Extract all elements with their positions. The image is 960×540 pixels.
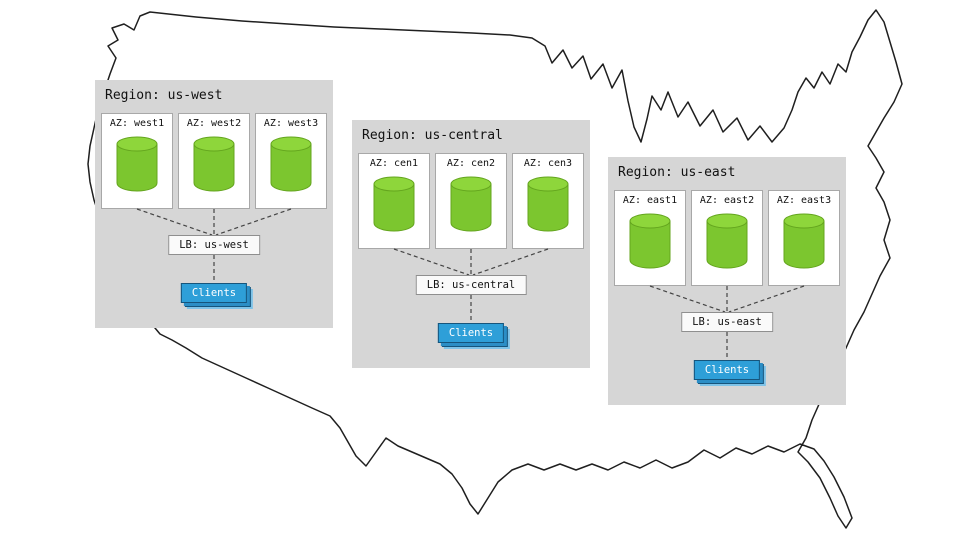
clients-box: Clients: [693, 360, 761, 380]
az-row: AZ: cen1 AZ: cen2 AZ: cen3: [352, 153, 590, 249]
az-label: AZ: cen2: [446, 158, 496, 169]
database-icon: [628, 212, 672, 270]
database-icon: [372, 175, 416, 233]
region-us-east: Region: us-east AZ: east1 AZ: east2 AZ: …: [608, 157, 846, 405]
load-balancer: LB: us-central: [415, 275, 527, 295]
az-box: AZ: cen1: [358, 153, 430, 249]
az-label: AZ: west2: [186, 118, 242, 129]
region-title: Region: us-central: [362, 128, 503, 143]
az-row: AZ: east1 AZ: east2 AZ: east3: [608, 190, 846, 286]
az-label: AZ: cen1: [369, 158, 419, 169]
database-icon: [782, 212, 826, 270]
database-icon: [705, 212, 749, 270]
az-row: AZ: west1 AZ: west2 AZ: west3: [95, 113, 333, 209]
database-icon: [192, 135, 236, 193]
az-label: AZ: cen3: [523, 158, 573, 169]
region-us-central: Region: us-central AZ: cen1 AZ: cen2 AZ:…: [352, 120, 590, 368]
region-us-west: Region: us-west AZ: west1 AZ: west2 AZ: …: [95, 80, 333, 328]
az-label: AZ: east3: [776, 195, 832, 206]
clients-box: Clients: [180, 283, 248, 303]
database-icon: [526, 175, 570, 233]
database-icon: [115, 135, 159, 193]
region-title: Region: us-east: [618, 165, 736, 180]
load-balancer: LB: us-east: [681, 312, 773, 332]
load-balancer: LB: us-west: [168, 235, 260, 255]
az-box: AZ: west3: [255, 113, 327, 209]
az-label: AZ: west3: [263, 118, 319, 129]
clients-box: Clients: [437, 323, 505, 343]
az-label: AZ: east2: [699, 195, 755, 206]
region-title: Region: us-west: [105, 88, 223, 103]
az-box: AZ: cen2: [435, 153, 507, 249]
az-box: AZ: east3: [768, 190, 840, 286]
az-box: AZ: east2: [691, 190, 763, 286]
database-icon: [449, 175, 493, 233]
az-box: AZ: east1: [614, 190, 686, 286]
az-box: AZ: west2: [178, 113, 250, 209]
az-box: AZ: west1: [101, 113, 173, 209]
database-icon: [269, 135, 313, 193]
az-box: AZ: cen3: [512, 153, 584, 249]
az-label: AZ: east1: [622, 195, 678, 206]
az-label: AZ: west1: [109, 118, 165, 129]
